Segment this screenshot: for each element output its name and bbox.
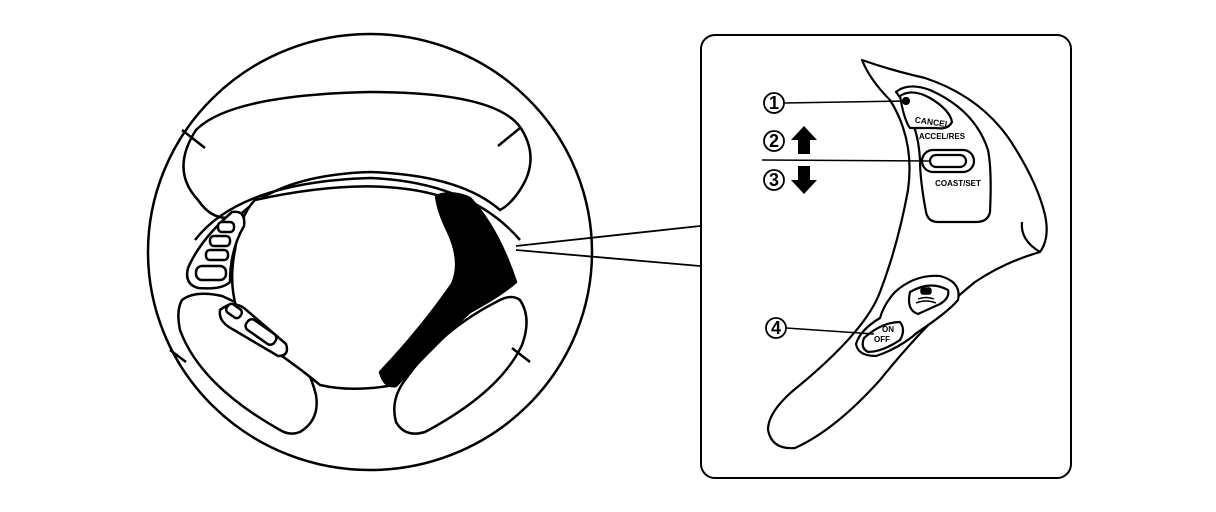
distance-button[interactable] xyxy=(907,284,950,316)
left-switch-button[interactable] xyxy=(194,264,228,282)
cruise-switch-highlight xyxy=(378,192,518,388)
coast-set-label: COAST/SET xyxy=(935,179,981,188)
wheel-inner-rim xyxy=(194,176,521,241)
on-label: ON xyxy=(882,325,894,334)
lower-switch-button[interactable] xyxy=(224,302,244,320)
cancel-button[interactable] xyxy=(898,91,954,130)
wheel-right-grip xyxy=(393,295,528,435)
leader-line-2-3 xyxy=(761,159,931,162)
callout-1: 1 xyxy=(763,92,785,114)
wheel-top-grip xyxy=(182,90,532,220)
leader-lines xyxy=(761,100,931,335)
callout-3: 3 xyxy=(763,166,817,194)
leader-line-1 xyxy=(783,100,907,104)
callout-2-number: 2 xyxy=(769,131,779,151)
callout-4: 4 xyxy=(765,317,787,339)
off-label: OFF xyxy=(874,335,890,344)
wheel-left-grip xyxy=(177,292,318,435)
accel-res-label: ACCEL/RES xyxy=(919,132,966,141)
wheel-hub xyxy=(230,185,488,391)
callout-2: 2 xyxy=(763,126,817,154)
vehicle-distance-icon xyxy=(915,287,937,304)
callout-pointer xyxy=(515,225,701,267)
left-switch-button[interactable] xyxy=(204,248,230,262)
rim-partition-top-right xyxy=(497,127,521,147)
callout-3-number: 3 xyxy=(769,170,779,190)
spoke-inner-edge xyxy=(1020,221,1041,253)
callout-4-number: 4 xyxy=(771,318,781,338)
steering-wheel xyxy=(146,32,594,472)
rim-partition-right xyxy=(511,347,531,363)
enlarged-spoke xyxy=(766,58,1048,450)
rim-partition-top-left xyxy=(181,129,206,149)
cancel-label: CANCEL xyxy=(914,115,950,130)
left-switch-button[interactable] xyxy=(216,220,236,234)
arrow-down-icon xyxy=(791,166,817,194)
lower-switch-button[interactable] xyxy=(244,317,279,346)
on-off-button[interactable] xyxy=(861,320,905,354)
callout-1-number: 1 xyxy=(769,93,779,113)
rim-partition-left xyxy=(169,349,187,363)
arrow-up-icon xyxy=(791,126,817,154)
leader-line-4 xyxy=(785,327,875,335)
left-switch-button[interactable] xyxy=(208,234,232,248)
